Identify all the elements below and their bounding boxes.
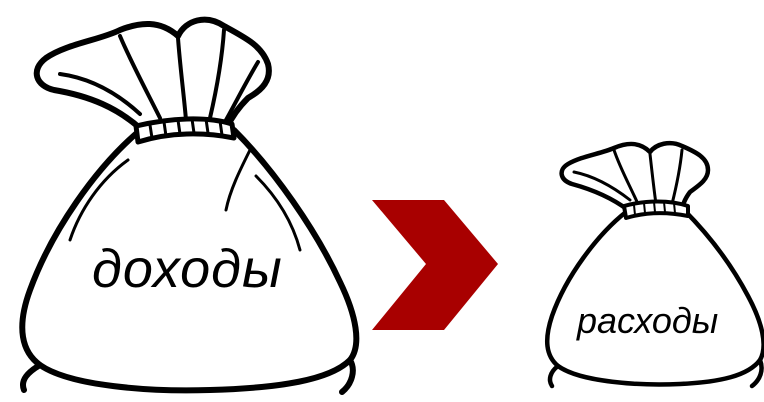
expenses-bag-icon [547, 143, 763, 386]
income-label: доходы [92, 238, 283, 300]
income-bag-icon [22, 20, 356, 392]
expenses-label: расходы [577, 300, 718, 342]
greater-than-chevron-icon [372, 200, 498, 330]
